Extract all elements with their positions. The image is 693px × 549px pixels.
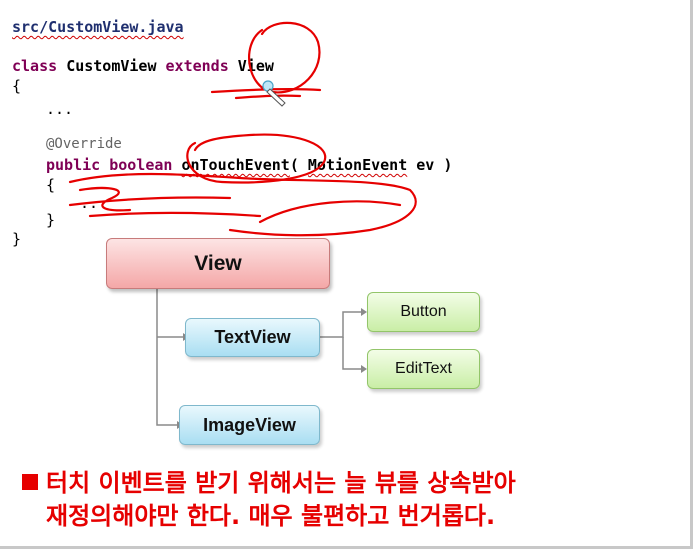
note-line-1: 터치 이벤트를 받기 위해서는 늘 뷰를 상속받아 (22, 467, 516, 500)
close-brace: } (12, 230, 22, 248)
note-line-1-text: 터치 이벤트를 받기 위해서는 늘 뷰를 상속받아 (46, 469, 516, 497)
ellipsis: ... (46, 100, 74, 118)
open-brace: { (12, 77, 22, 95)
connector-textview-edittext (342, 337, 365, 370)
note-line-2: 재정의해야만 한다. 매우 불편하고 번거롭다. (46, 502, 496, 530)
circle-ontouchevent (186, 133, 327, 184)
imageview-box: ImageView (179, 405, 320, 445)
korean-note: 터치 이벤트를 받기 위해서는 늘 뷰를 상속받아 재정의해야만 한다. 매우 … (22, 467, 516, 533)
button-box: Button (367, 292, 480, 332)
kw-extends: extends (156, 57, 238, 75)
class-declaration: class CustomView extends View (12, 57, 274, 76)
kw-public: public (46, 156, 110, 174)
kw-boolean: boolean (109, 156, 182, 174)
inner-close-brace: } (46, 211, 56, 229)
inner-open-brace: { (46, 176, 56, 194)
parent-class: View (237, 57, 274, 75)
pen-cursor-icon (262, 80, 286, 107)
method-name: onTouchEvent (181, 156, 290, 174)
file-name-text: src/CustomView.java (12, 18, 184, 36)
param-type: MotionEvent (307, 156, 408, 174)
method-declaration: public boolean onTouchEvent( MotionEvent… (46, 156, 452, 175)
connector-view-imageview (156, 289, 177, 426)
circle-view (248, 21, 321, 94)
class-name: CustomView (66, 57, 157, 75)
textview-box: TextView (185, 318, 320, 357)
param-name: ev ) (407, 156, 453, 174)
square-bullet-icon (22, 474, 38, 490)
file-name: src/CustomView.java (12, 18, 184, 37)
view-box: View (106, 238, 330, 289)
connector-textview-button (320, 311, 365, 338)
paren-open: ( (289, 156, 308, 174)
kw-class: class (12, 57, 67, 75)
edittext-box: EditText (367, 349, 480, 389)
annotation-override: @Override (46, 136, 122, 152)
